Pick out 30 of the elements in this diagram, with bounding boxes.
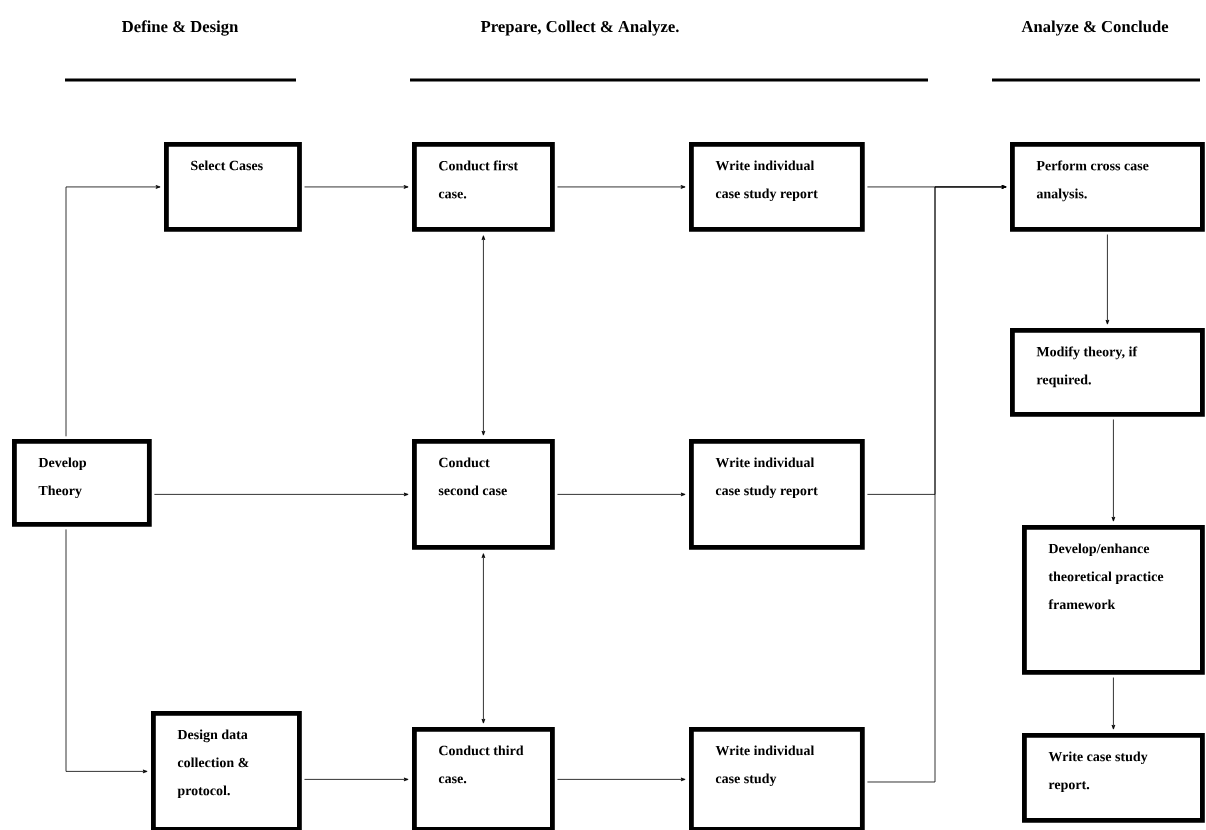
- process-box: Select Cases: [164, 142, 302, 232]
- column-heading: Analyze & Conclude: [1021, 20, 1169, 36]
- arrow: [154, 492, 409, 497]
- arrow: [557, 492, 686, 497]
- process-box: Write individual case study report: [689, 142, 865, 232]
- process-box: Conduct second case: [412, 439, 555, 550]
- arrow: [481, 553, 486, 724]
- process-box: Develop/enhance theoretical practice framework: [1022, 525, 1205, 675]
- process-box: Conduct first case.: [412, 142, 555, 232]
- arrow: [481, 235, 486, 436]
- arrow: [65, 529, 148, 774]
- column-heading: Prepare, Collect & Analyze.: [480, 20, 679, 36]
- process-box: Perform cross case analysis.: [1010, 142, 1205, 232]
- process-box: Write individual case study: [689, 727, 865, 830]
- arrow: [867, 185, 1007, 783]
- arrow: [1111, 677, 1116, 730]
- process-box: Conduct third case.: [412, 727, 555, 830]
- arrow: [304, 777, 409, 782]
- arrow: [1105, 234, 1110, 325]
- arrow: [1111, 419, 1116, 522]
- arrow: [65, 185, 161, 437]
- process-box: Write case study report.: [1022, 733, 1205, 823]
- process-box: Develop Theory: [12, 439, 152, 527]
- arrow: [557, 185, 686, 189]
- arrow: [304, 185, 409, 189]
- arrow: [557, 777, 686, 782]
- process-box: Design data collection & protocol.: [151, 711, 302, 830]
- process-box: Modify theory, if required.: [1010, 328, 1205, 417]
- process-box: Write individual case study report: [689, 439, 865, 550]
- column-heading: Define & Design: [121, 20, 239, 36]
